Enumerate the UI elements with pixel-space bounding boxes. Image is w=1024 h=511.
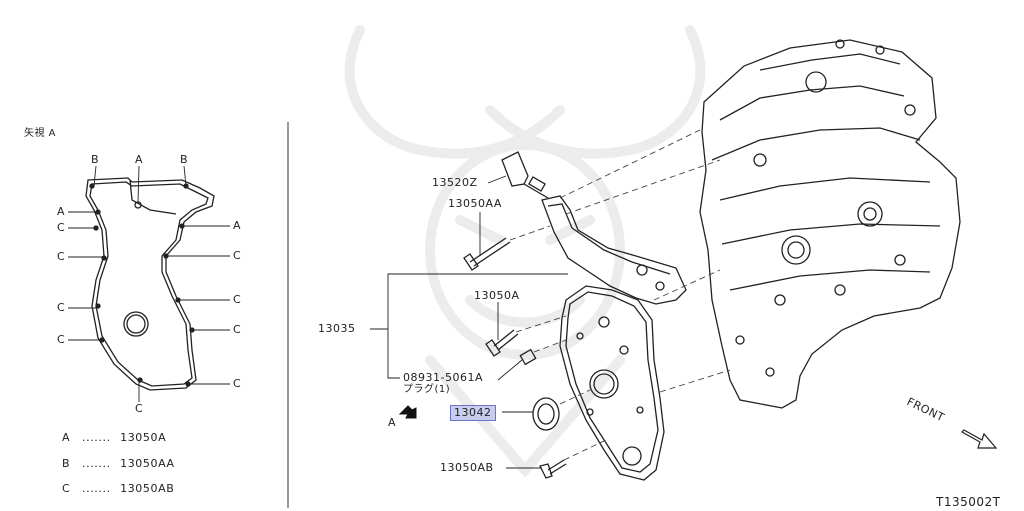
part-callout-13520z[interactable]: 13520Z [432, 176, 478, 189]
part-callout-13050aa[interactable]: 13050AA [448, 197, 502, 210]
inset-callout-c: C [233, 293, 242, 306]
figure-id: T135002T [936, 495, 1001, 509]
inset-callout-b-left: B [91, 153, 100, 166]
alignment-dashed-lines [509, 129, 731, 461]
legend-part: 13050AA [120, 457, 175, 470]
legend-row: C....... 13050AB [62, 482, 174, 495]
plug-label: プラグ(1) [403, 384, 451, 395]
legend-row: A....... 13050A [62, 431, 166, 444]
legend-dots: ....... [82, 457, 111, 470]
part-callout-13050a[interactable]: 13050A [474, 289, 520, 302]
legend-key: C [62, 482, 71, 495]
view-marker-label: A [388, 416, 397, 429]
watermark-emblem [344, 25, 706, 478]
inset-callout-c: C [233, 377, 242, 390]
part-callout-13042-highlighted[interactable]: 13042 [450, 405, 496, 421]
legend-part: 13050A [120, 431, 167, 444]
legend-row: B....... 13050AA [62, 457, 175, 470]
callout-leaders [370, 175, 568, 469]
legend-dots: ....... [82, 482, 111, 495]
legend-part: 13050AB [120, 482, 175, 495]
inset-callout-c: C [233, 249, 242, 262]
inset-title: 矢視 A [24, 128, 57, 139]
front-arrow-icon [961, 429, 998, 449]
legend-key: B [62, 457, 71, 470]
inset-callout-a-left: A [57, 205, 66, 218]
inset-callout-c: C [57, 333, 66, 346]
inset-callout-b-right: B [180, 153, 189, 166]
legend-dots: ....... [82, 431, 111, 444]
part-callout-13050ab[interactable]: 13050AB [440, 461, 494, 474]
legend-key: A [62, 431, 71, 444]
inset-callout-c: C [233, 323, 242, 336]
inset-callout-a-right: A [233, 219, 242, 232]
part-callout-13035[interactable]: 13035 [318, 322, 356, 335]
inset-callout-c: C [57, 250, 66, 263]
part-callout-08931-5061a[interactable]: 08931-5061A [403, 371, 483, 384]
timing-cover-drawing [463, 151, 687, 481]
inset-callout-c: C [57, 301, 66, 314]
inset-callout-a-top: A [135, 153, 144, 166]
inset-cover-outline [85, 177, 215, 391]
engine-block-drawing [699, 39, 961, 409]
inset-leader-lines [68, 165, 230, 402]
view-a-arrow-icon [398, 405, 417, 419]
inset-callout-c: C [57, 221, 66, 234]
inset-callout-c: C [135, 402, 144, 415]
